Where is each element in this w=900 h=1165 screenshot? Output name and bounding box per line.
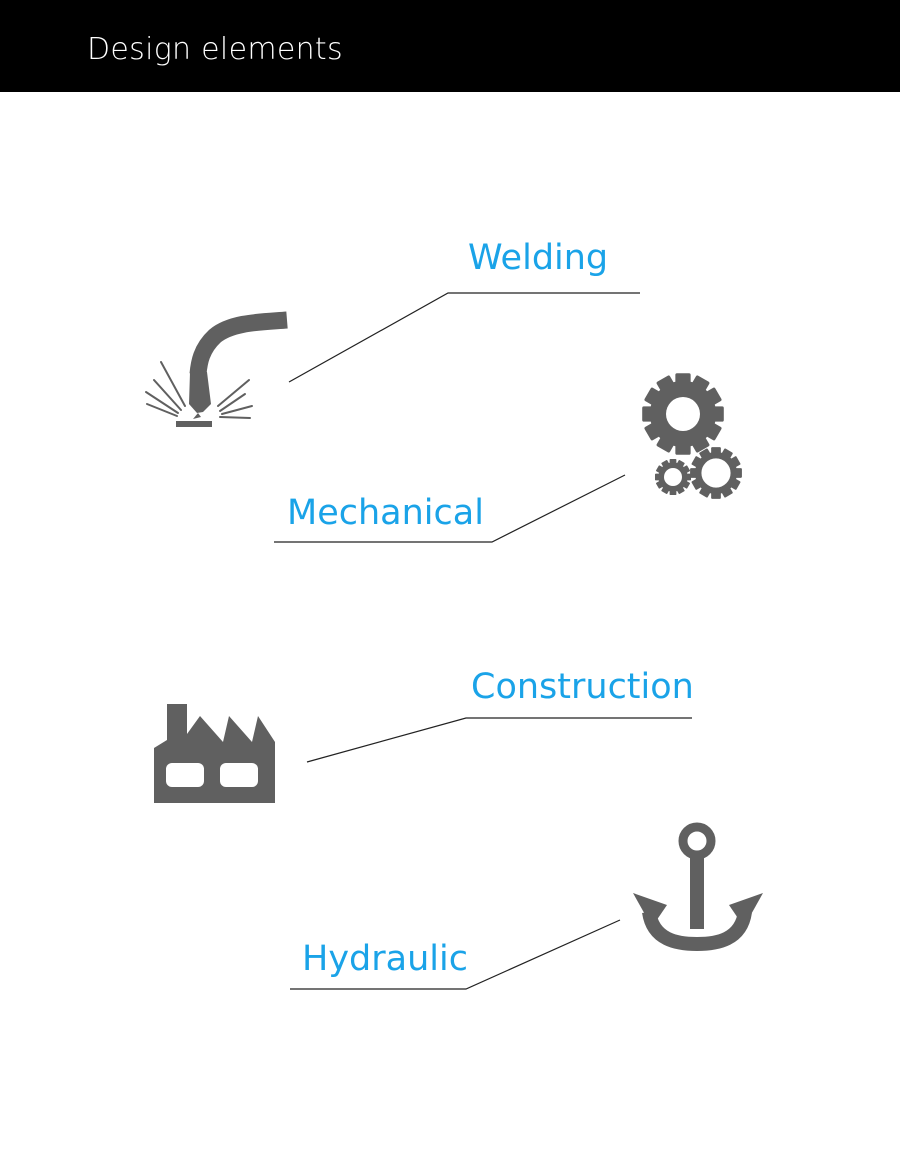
page-title: Design elements bbox=[87, 32, 343, 67]
mechanical-leader-line bbox=[274, 474, 626, 543]
construction-leader-line bbox=[306, 717, 692, 763]
header-bar: Design elements bbox=[0, 0, 900, 92]
hydraulic-leader-line bbox=[290, 919, 621, 990]
gears-icon bbox=[642, 373, 742, 499]
anchor-icon bbox=[633, 822, 763, 952]
welding-leader-line bbox=[288, 292, 640, 383]
hydraulic-label: Hydraulic bbox=[302, 939, 468, 979]
welding-label: Welding bbox=[468, 238, 609, 278]
mechanical-label: Mechanical bbox=[287, 493, 484, 533]
construction-label: Construction bbox=[471, 667, 694, 707]
welding-torch-icon bbox=[145, 311, 288, 427]
factory-icon bbox=[154, 704, 275, 803]
